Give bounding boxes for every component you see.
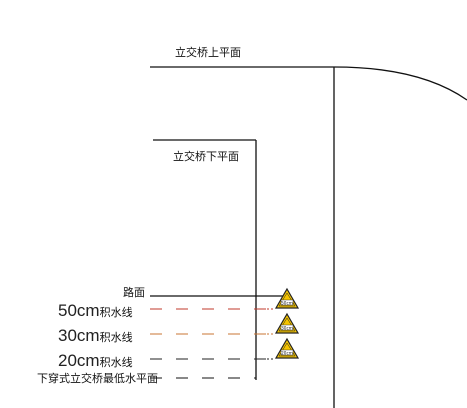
upper-deck-curve <box>333 66 467 101</box>
water-line-20-depth: 20cm <box>58 351 100 370</box>
warning-sign-icon: 20cm <box>274 337 300 359</box>
water-line-30-label: 30cm积水线 <box>58 326 133 345</box>
water-line-20-suffix: 积水线 <box>100 355 133 369</box>
upper-deck-label: 立交桥上平面 <box>175 45 241 59</box>
water-line-20-label: 20cm积水线 <box>58 351 133 370</box>
warning-sign-icon: 30cm <box>274 312 300 334</box>
warning-sign-50-label: 50cm <box>281 300 293 305</box>
water-line-50-suffix: 积水线 <box>100 305 133 319</box>
warning-sign-20-label: 20cm <box>281 350 293 355</box>
road-surface-label: 路面 <box>123 286 145 299</box>
warning-sign-icon: 50cm <box>274 287 300 309</box>
water-line-30-depth: 30cm <box>58 326 100 345</box>
water-line-50-depth: 50cm <box>58 301 100 320</box>
water-line-50-label: 50cm积水线 <box>58 301 133 320</box>
lowest-level-label: 下穿式立交桥最低水平面 <box>37 371 158 385</box>
warning-sign-30-label: 30cm <box>281 325 293 330</box>
water-line-30-suffix: 积水线 <box>100 330 133 344</box>
lower-deck-label: 立交桥下平面 <box>173 149 239 163</box>
